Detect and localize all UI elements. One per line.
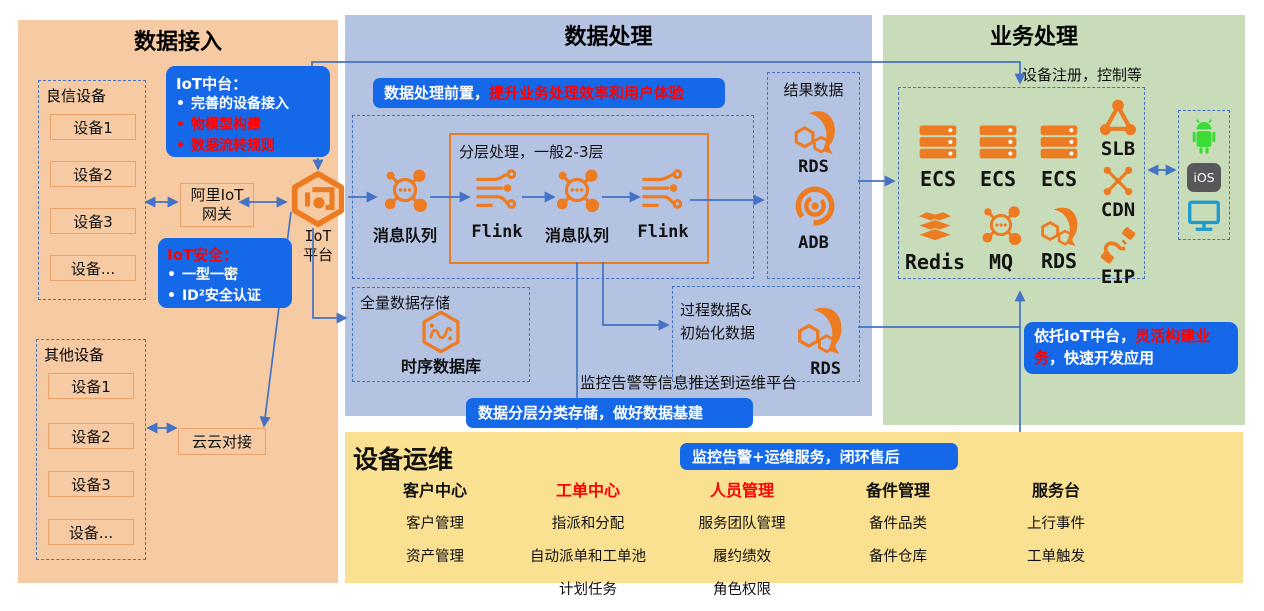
full-storage-box: 全量数据存储 时序数据库 (352, 287, 530, 382)
device-register-text: 设备注册，控制等 (1022, 66, 1143, 84)
message-queue-icon (981, 204, 1022, 246)
device-box: 设备... (50, 255, 136, 281)
section-data-processing: 数据处理 分层处理，一般2-3层 消息队列 Flink 消息队列 Flink 全… (345, 15, 872, 416)
ecs-icon (1040, 125, 1078, 159)
rds-icon (1040, 206, 1079, 247)
device-box: 设备2 (48, 423, 134, 449)
message-queue-icon (555, 167, 600, 213)
pipeline-step-flink-2: Flink (623, 167, 703, 242)
service-ecs-1: ECS (910, 120, 966, 191)
ops-column-spareparts: 备件管理 备件品类 备件仓库 (865, 481, 930, 565)
device-box: 设备3 (48, 471, 134, 497)
device-box: 设备3 (50, 208, 136, 234)
message-queue-icon (383, 167, 428, 213)
ecs-icon (919, 125, 957, 159)
process-data-box: 过程数据& 初始化数据 RDS (672, 286, 860, 382)
cloud-cluster-box: ECS ECS ECS Redis MQ RDS (898, 87, 1145, 288)
note-iot-midplatform: IoT中台： •完善的设备接入 •物模型构建 •数据流转规则 (166, 66, 330, 157)
note-processing-front: 数据处理前置，提升业务处理效率和用户体验 (373, 78, 725, 108)
service-ecs-2: ECS (970, 120, 1026, 191)
rds-icon (798, 306, 844, 355)
monitor-icon (1188, 200, 1220, 231)
result-data-box: 结果数据 RDS ADB (767, 72, 860, 279)
device-group-label: 良信设备 (46, 87, 107, 105)
device-box: 设备1 (50, 114, 136, 140)
section-title-business: 业务处理 (989, 25, 1078, 50)
layered-processing-label: 分层处理，一般2-3层 (459, 143, 604, 161)
process-data-label: 过程数据& 初始化数据 (680, 301, 756, 343)
adb-icon (792, 183, 838, 229)
service-ecs-3: ECS (1031, 120, 1087, 191)
ops-column-personnel: 人员管理 服务团队管理 履约绩效 角色权限 (698, 481, 786, 598)
client-devices-box: iOS (1178, 110, 1230, 240)
service-eip: EIP (1095, 226, 1141, 288)
device-group-label: 其他设备 (44, 346, 105, 364)
ops-column-ticket-center: 工单中心 指派和分配 自动派单和工单池 计划任务 (530, 481, 646, 598)
service-redis: Redis (903, 206, 967, 274)
ali-iot-gateway-box: 阿里IoT 网关 (180, 183, 254, 227)
pipeline-step-flink-1: Flink (457, 167, 537, 242)
service-slb: SLB (1092, 98, 1144, 160)
flink-icon (476, 169, 517, 209)
monitor-push-text: 监控告警等信息推送到运维平台 (580, 374, 798, 392)
result-data-label: 结果数据 (783, 81, 844, 99)
iot-platform-icon (290, 171, 346, 227)
ios-icon: iOS (1187, 162, 1221, 192)
rds-icon (794, 109, 837, 155)
iot-platform-label: IoT 平台 (302, 227, 333, 264)
section-title-operations: 设备运维 (353, 445, 454, 474)
android-icon (1191, 118, 1217, 155)
tsdb-icon (422, 310, 460, 354)
flink-icon (642, 169, 683, 209)
section-title-data-access: 数据接入 (133, 30, 222, 55)
slb-icon (1098, 98, 1138, 138)
ops-column-servicedesk: 服务台 上行事件 工单触发 (1027, 481, 1085, 565)
pipeline-step-mq-2: 消息队列 (537, 167, 617, 246)
ecs-icon (979, 125, 1017, 159)
note-iot-security: IoT安全： •一型一密 •ID²安全认证 (158, 238, 292, 308)
pipeline-step-mq-1: 消息队列 (365, 167, 445, 246)
device-group-other: 其他设备 设备1 设备2 设备3 设备... (36, 339, 146, 560)
device-box: 设备2 (50, 161, 136, 187)
note-ops-service: 监控告警+运维服务，闭环售后 (680, 443, 958, 470)
cdn-icon (1102, 165, 1134, 197)
service-mq: MQ (973, 204, 1029, 274)
service-cdn: CDN (1094, 165, 1142, 221)
note-build-business: 依托IoT中台，灵活构建业务，快速开发应用 (1024, 322, 1238, 374)
device-group-liangxin: 良信设备 设备1 设备2 设备3 设备... (38, 80, 146, 300)
ops-column-customer-center: 客户中心 客户管理 资产管理 (402, 481, 467, 565)
cloud-connect-box: 云云对接 (178, 428, 266, 455)
tsdb-label: 时序数据库 (400, 357, 481, 376)
eip-icon (1099, 226, 1137, 264)
note-storage-layering: 数据分层分类存储，做好数据基建 (466, 398, 753, 428)
full-storage-label: 全量数据存储 (360, 294, 451, 312)
layered-processing-box: 分层处理，一般2-3层 (449, 133, 709, 264)
device-box: 设备1 (48, 373, 134, 399)
section-title-data-processing: 数据处理 (564, 25, 653, 50)
device-box: 设备... (48, 519, 134, 545)
redis-icon (917, 211, 953, 242)
service-rds: RDS (1031, 202, 1087, 273)
